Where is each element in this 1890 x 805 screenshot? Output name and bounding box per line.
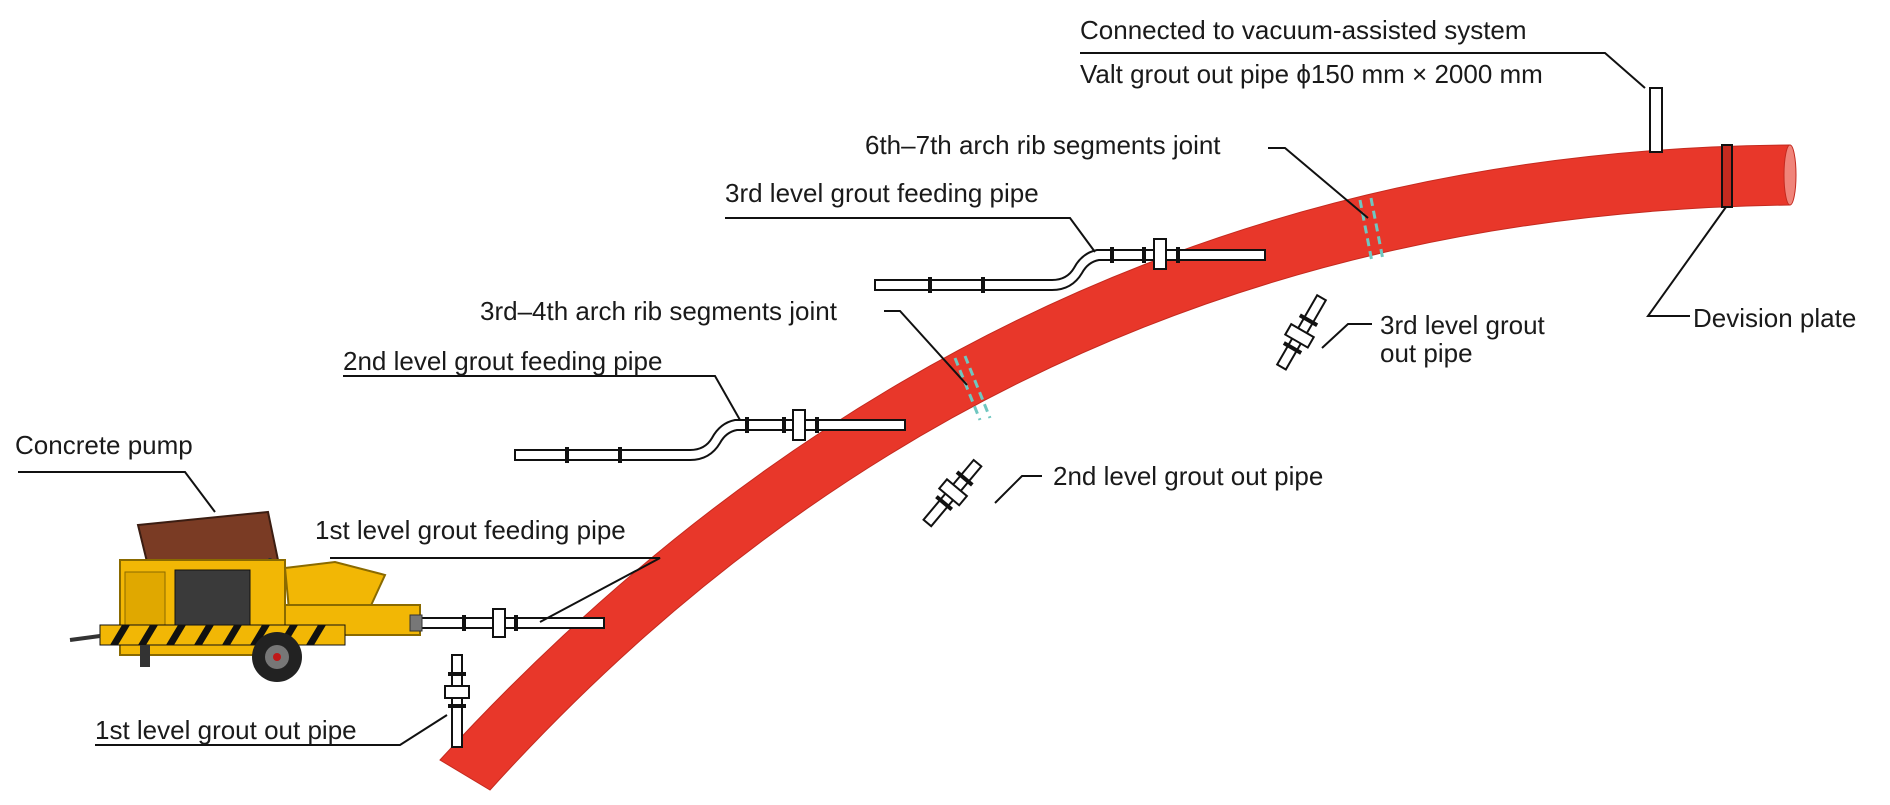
leader-joint-3-4 (884, 310, 968, 386)
label-out-3-line2: out pipe (1380, 338, 1473, 368)
leader-valt-pipe (1080, 52, 1646, 89)
label-joint-6-7: 6th–7th arch rib segments joint (865, 130, 1221, 160)
leader-out-2 (994, 475, 1042, 504)
arch-rib-end-cap (1783, 144, 1797, 206)
leader-out-3 (1321, 323, 1372, 349)
leader-feed-3 (725, 217, 1096, 253)
label-out-1: 1st level grout out pipe (95, 715, 357, 745)
label-out-3-line1: 3rd level grout (1380, 310, 1546, 340)
label-vacuum: Connected to vacuum-assisted system (1080, 15, 1527, 45)
label-out-2: 2nd level grout out pipe (1053, 461, 1323, 491)
leader-feed-1 (330, 557, 661, 623)
concrete-pump-icon (69, 510, 423, 682)
division-plate (1721, 144, 1733, 208)
feed-pipe-3 (874, 238, 1266, 293)
label-feed-2: 2nd level grout feeding pipe (343, 346, 662, 376)
leader-out-1 (95, 714, 448, 746)
valt-grout-out-pipe (1649, 87, 1663, 153)
leader-feed-2 (343, 375, 741, 421)
leader-joint-6-7 (1268, 147, 1369, 219)
label-division-plate: Devision plate (1693, 303, 1856, 333)
out-pipe-1 (444, 654, 470, 748)
label-valt-pipe: Valt grout out pipe ϕ150 mm × 2000 mm (1080, 59, 1543, 89)
leader-division-plate (1646, 206, 1727, 317)
joint-6-7-marker (1358, 197, 1385, 263)
label-concrete-pump: Concrete pump (15, 430, 193, 460)
label-feed-3: 3rd level grout feeding pipe (725, 178, 1039, 208)
label-feed-1: 1st level grout feeding pipe (315, 515, 626, 545)
leader-concrete-pump (18, 471, 216, 513)
joint-3-4-marker (953, 355, 992, 421)
out-pipe-2 (922, 458, 983, 528)
feed-pipe-2 (514, 409, 906, 463)
label-joint-3-4: 3rd–4th arch rib segments joint (480, 296, 838, 326)
out-pipe-3 (1275, 293, 1328, 371)
